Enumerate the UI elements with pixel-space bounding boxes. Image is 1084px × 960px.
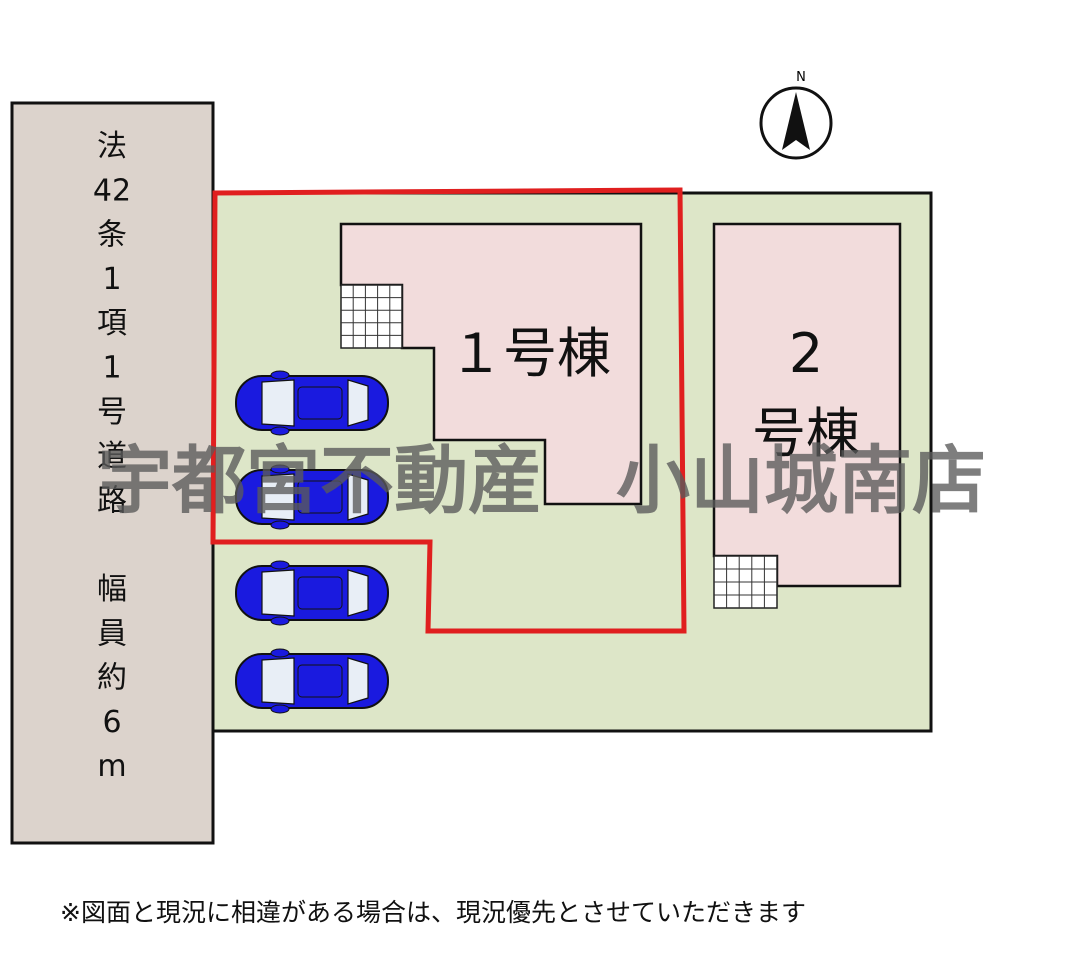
car-roof (297, 480, 343, 514)
car-roof (297, 576, 343, 610)
car-windshield (261, 569, 295, 617)
road-label-char: 項 (97, 306, 127, 341)
car-mirror (270, 616, 290, 626)
road-label-char: 法 (97, 129, 127, 164)
building-2-label-line-1: 2 (789, 322, 823, 385)
car-rear-window (347, 569, 369, 617)
car-icon (235, 560, 389, 626)
deck-grid-frame (340, 284, 403, 349)
road-label-char: 1 (102, 262, 121, 297)
car-mirror (270, 426, 290, 436)
car-icon (235, 464, 389, 530)
lot-1-boundary (210, 187, 687, 634)
car-windshield (261, 473, 295, 521)
north-arrow-icon (782, 92, 810, 150)
car-icon (235, 370, 389, 436)
car-mirror (270, 704, 290, 714)
road-label-char: 条 (97, 218, 127, 253)
car-windshield (261, 657, 295, 705)
compass-north-label: N (796, 70, 806, 85)
car-windshield (261, 379, 295, 427)
road-label-char: 道 (97, 439, 127, 474)
road-label-char: 1 (102, 351, 121, 386)
car-mirror (270, 520, 290, 530)
building-2-deck-grid (713, 555, 778, 609)
road-label-char: 6 (102, 705, 121, 740)
disclaimer-note: ※図面と現況に相違がある場合は、現況優先とさせていただきます (60, 898, 806, 927)
road-label-char: 約 (97, 661, 127, 696)
car-rear-window (347, 657, 369, 705)
watermark: 宇都宮不動産 小山城南店 (98, 438, 986, 524)
north-compass: N (759, 70, 833, 160)
road-label-char: 員 (97, 616, 127, 651)
car-mirror (270, 370, 290, 380)
building-1-label: １号棟 (449, 322, 611, 385)
road-strip (10, 101, 215, 845)
road-label-char: 号 (97, 395, 127, 430)
car-roof (297, 664, 343, 698)
car-rear-window (347, 379, 369, 427)
car-rear-window (347, 473, 369, 521)
car-icon (235, 648, 389, 714)
parking-area (235, 370, 389, 714)
road-label-char: 幅 (97, 572, 127, 607)
car-mirror (270, 648, 290, 658)
building-1-deck-grid (340, 284, 403, 349)
car-mirror (270, 560, 290, 570)
building-2-label-line-2: 号棟 (752, 402, 860, 465)
road-label-char: 路 (97, 483, 127, 518)
car-mirror (270, 464, 290, 474)
road-label-char: m (97, 749, 126, 784)
road-label-char: 42 (93, 173, 131, 208)
car-roof (297, 386, 343, 420)
